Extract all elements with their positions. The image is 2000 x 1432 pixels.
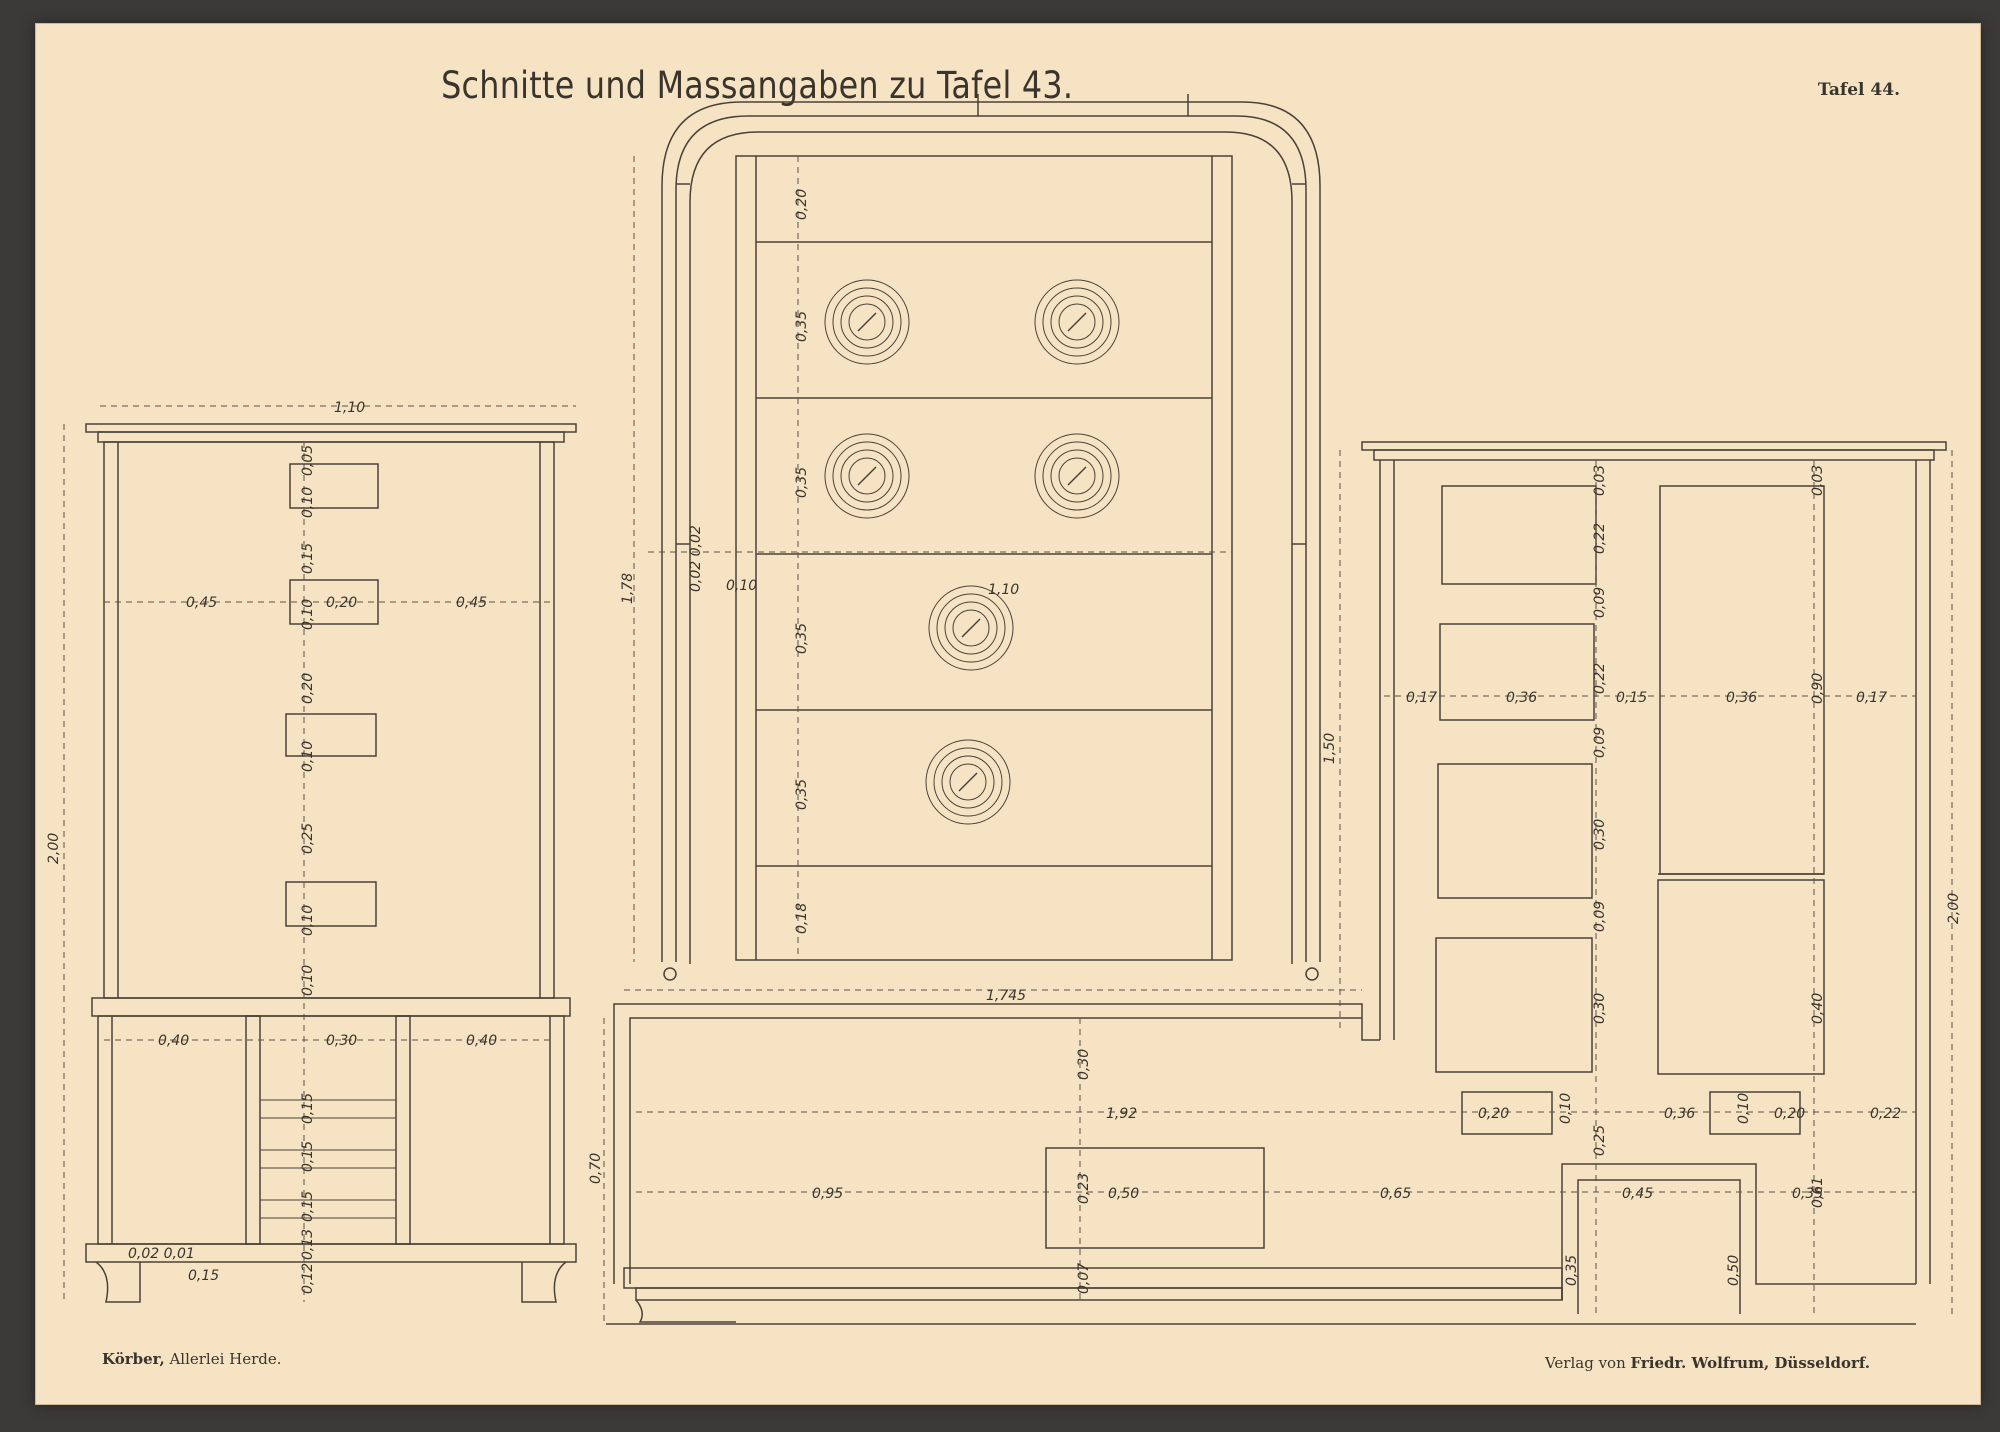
right-row-1: 0,36 <box>1506 690 1537 706</box>
left-vdim-10: 0,15 <box>300 1141 316 1172</box>
center-row-0: 0,20 <box>794 189 810 220</box>
center-row-3: 0,35 <box>794 623 810 654</box>
left-lower-a: 0,40 <box>158 1033 189 1049</box>
left-lower-b: 0,30 <box>326 1033 357 1049</box>
left-vdim-13: 0,12 <box>300 1263 316 1294</box>
right-height-right: 2,00 <box>1946 893 1962 924</box>
center-elevation <box>633 94 1321 981</box>
svg-text:0,61: 0,61 <box>1810 1177 1826 1208</box>
page-title: Schnitte und Massangaben zu Tafel 43. <box>441 64 1074 107</box>
plate-number: Tafel 44. <box>1817 80 1900 100</box>
left-vdim-11: 0,15 <box>300 1191 316 1222</box>
left-vdim-8: 0,10 <box>300 965 316 996</box>
left-upper-c: 0,45 <box>456 595 487 611</box>
right-height-left: 1,50 <box>1322 733 1338 764</box>
svg-text:0,10: 0,10 <box>1736 1093 1752 1124</box>
author-credit: Körber, Allerlei Herde. <box>102 1350 282 1368</box>
center-rail-small: 0,02 0,02 <box>688 525 704 592</box>
bottom-vmid-0: 0,30 <box>1076 1049 1092 1080</box>
left-vdim-4: 0,20 <box>300 673 316 704</box>
stove-burners <box>824 279 1120 825</box>
bottom-right-h-1: 0,50 <box>1726 1255 1742 1286</box>
right-elevation <box>1361 441 1953 1314</box>
left-height-label: 2,00 <box>46 833 62 864</box>
bottom-vmid-2: 0,07 <box>1076 1263 1092 1294</box>
svg-text:0,09: 0,09 <box>1592 901 1608 932</box>
book-title: Allerlei Herde. <box>164 1350 282 1368</box>
center-row-1: 0,35 <box>794 311 810 342</box>
center-row-4: 0,35 <box>794 779 810 810</box>
left-upper-b: 0,20 <box>326 595 357 611</box>
bottom-row-1: 0,50 <box>1108 1186 1139 1202</box>
svg-text:0,22: 0,22 <box>1592 523 1608 554</box>
left-vdim-9: 0,15 <box>300 1093 316 1124</box>
left-vdim-5: 0,10 <box>300 741 316 772</box>
center-row-2: 0,35 <box>794 467 810 498</box>
bottom-section <box>603 450 1916 1325</box>
svg-text:0,20: 0,20 <box>1774 1106 1805 1122</box>
bottom-row-2: 0,65 <box>1380 1186 1411 1202</box>
left-vdim-0: 0,05 <box>300 445 316 476</box>
left-vdim-6: 0,25 <box>300 823 316 854</box>
svg-text:0,10: 0,10 <box>1558 1093 1574 1124</box>
bottom-length-top: 1,745 <box>986 988 1026 1004</box>
left-foot-label: 0,15 <box>188 1268 219 1284</box>
right-row-2: 0,15 <box>1616 690 1647 706</box>
right-left-column-dims: 0,03 0,22 0,09 0,22 0,09 0,30 0,09 0,30 <box>1592 465 1608 1024</box>
technical-drawing: 1,10 2,00 0,45 0,20 0,45 0,40 0,30 0,40 … <box>46 94 1962 1325</box>
publisher-prefix: Verlag von <box>1544 1354 1631 1372</box>
bottom-right-h-0: 0,35 <box>1564 1255 1580 1286</box>
bottom-row-3: 0,45 <box>1622 1186 1653 1202</box>
drawing-plate: Schnitte und Massangaben zu Tafel 43. Ta… <box>36 24 1980 1404</box>
bottom-row-0: 0,95 <box>812 1186 843 1202</box>
right-row-3: 0,36 <box>1726 690 1757 706</box>
svg-text:0,25: 0,25 <box>1592 1125 1608 1156</box>
burner-3 <box>824 433 910 519</box>
svg-text:0,22: 0,22 <box>1592 663 1608 694</box>
svg-text:0,03: 0,03 <box>1810 465 1826 496</box>
svg-text:0,09: 0,09 <box>1592 587 1608 618</box>
bottom-length-total: 1,92 <box>1106 1106 1137 1122</box>
left-vertical-dimensions: 0,05 0,10 0,15 0,10 0,20 0,10 0,25 0,10 … <box>300 445 316 1294</box>
svg-text:0,20: 0,20 <box>1478 1106 1509 1122</box>
svg-text:0,30: 0,30 <box>1592 819 1608 850</box>
svg-text:0,03: 0,03 <box>1592 465 1608 496</box>
bottom-left-height: 0,70 <box>588 1153 604 1184</box>
center-side-label-a: 0,10 <box>726 578 757 594</box>
right-row-4: 0,17 <box>1856 690 1887 706</box>
bottom-row-4: 0,35 <box>1792 1186 1823 1202</box>
burner-5 <box>928 585 1014 671</box>
svg-text:0,40: 0,40 <box>1810 993 1826 1024</box>
center-side-label-b: 1,10 <box>988 582 1019 598</box>
bottom-vmid-1: 0,23 <box>1076 1173 1092 1204</box>
left-vdim-12: 0,13 <box>300 1229 316 1260</box>
left-foot-small: 0,02 0,01 <box>128 1246 195 1262</box>
svg-text:0,90: 0,90 <box>1810 673 1826 704</box>
left-vdim-2: 0,15 <box>300 543 316 574</box>
burner-2 <box>1034 279 1120 365</box>
svg-text:0,09: 0,09 <box>1592 727 1608 758</box>
author-name: Körber, <box>102 1350 165 1368</box>
left-upper-a: 0,45 <box>186 595 217 611</box>
svg-text:0,22: 0,22 <box>1870 1106 1901 1122</box>
left-vdim-7: 0,10 <box>300 905 316 936</box>
right-lower-row-dims: 0,20 0,10 0,25 0,36 0,10 0,20 0,22 <box>1478 1093 1901 1156</box>
right-right-column-dims: 0,03 0,90 0,40 0,61 <box>1810 465 1826 1208</box>
left-vdim-3: 0,10 <box>300 599 316 630</box>
burner-6 <box>925 739 1011 825</box>
burner-1 <box>824 279 910 365</box>
svg-text:0,36: 0,36 <box>1664 1106 1695 1122</box>
center-height-label: 1,78 <box>620 573 636 604</box>
left-vdim-1: 0,10 <box>300 487 316 518</box>
center-row-5: 0,18 <box>794 903 810 934</box>
publisher-name: Friedr. Wolfrum, Düsseldorf. <box>1630 1354 1870 1372</box>
left-width-label: 1,10 <box>334 400 365 416</box>
right-row-0: 0,17 <box>1406 690 1437 706</box>
publisher-credit: Verlag von Friedr. Wolfrum, Düsseldorf. <box>1545 1354 1870 1372</box>
svg-text:0,30: 0,30 <box>1592 993 1608 1024</box>
left-lower-c: 0,40 <box>466 1033 497 1049</box>
left-elevation <box>63 405 577 1303</box>
burner-4 <box>1034 433 1120 519</box>
